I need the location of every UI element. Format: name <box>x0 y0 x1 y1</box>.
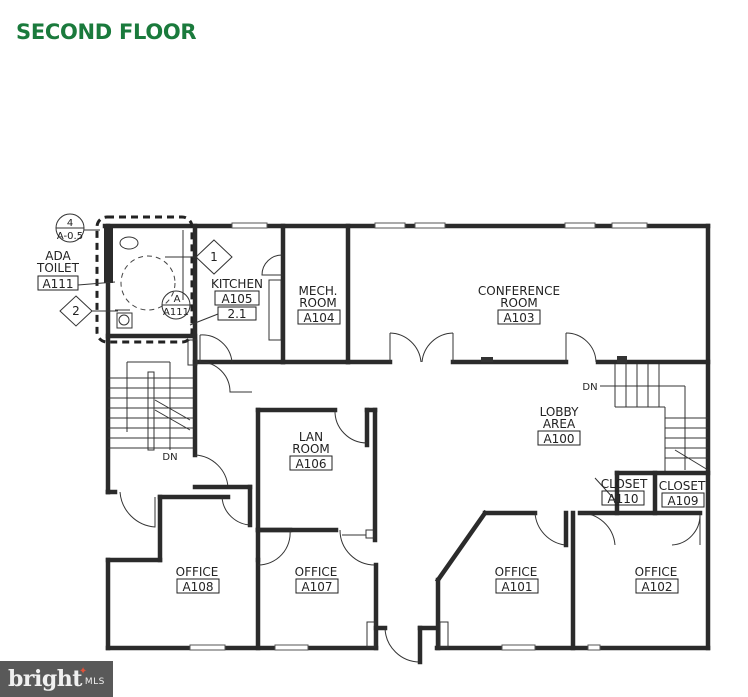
svg-text:ADA: ADA <box>45 249 71 263</box>
svg-text:A110: A110 <box>607 492 638 506</box>
diamond-marker-2: 2 <box>59 295 118 327</box>
svg-text:A102: A102 <box>641 580 672 594</box>
room-label-kitchen: KITCHEN A105 2.1 <box>189 277 263 326</box>
svg-text:A108: A108 <box>182 580 213 594</box>
room-label-lan: LAN ROOM A106 <box>289 430 333 471</box>
office-a102-room <box>577 510 703 546</box>
room-label-office-a102: OFFICE A102 <box>635 565 679 594</box>
main-corridor-door <box>373 625 440 665</box>
svg-text:DN: DN <box>582 382 597 393</box>
svg-text:A100: A100 <box>543 432 574 446</box>
offices-left <box>221 484 379 651</box>
svg-text:A109: A109 <box>667 494 698 508</box>
svg-text:1: 1 <box>210 250 218 264</box>
room-label-office-a108: OFFICE A108 <box>176 565 220 594</box>
room-label-office-a101: OFFICE A101 <box>495 565 539 594</box>
brand-name: bright <box>8 666 82 692</box>
page-title: SECOND FLOOR <box>16 20 197 44</box>
room-label-lobby: LOBBY AREA A100 <box>537 405 581 446</box>
svg-text:DN: DN <box>162 452 177 463</box>
windows <box>189 222 648 651</box>
svg-text:A111: A111 <box>42 277 73 291</box>
diamond-marker-1: 1 <box>165 239 233 275</box>
svg-text:OFFICE: OFFICE <box>635 565 678 579</box>
room-label-conference: CONFERENCE ROOM A103 <box>478 284 560 325</box>
ada-toilet-room <box>95 215 198 344</box>
svg-text:A-0.5: A-0.5 <box>57 231 83 242</box>
svg-text:CLOSET: CLOSET <box>659 479 706 493</box>
svg-text:MECH.: MECH. <box>299 284 338 298</box>
office-a101-room <box>434 509 576 651</box>
svg-text:ROOM: ROOM <box>299 296 337 310</box>
svg-text:ROOM: ROOM <box>500 296 538 310</box>
svg-text:4: 4 <box>67 218 73 229</box>
svg-text:A101: A101 <box>501 580 532 594</box>
svg-text:A103: A103 <box>503 311 534 325</box>
svg-text:A107: A107 <box>301 580 332 594</box>
room-label-mech: MECH. ROOM A104 <box>297 284 341 325</box>
brand-suffix: MLS <box>84 677 105 687</box>
svg-text:KITCHEN: KITCHEN <box>211 277 263 291</box>
room-label-closet-a109: CLOSET A109 <box>659 479 706 508</box>
bright-mls-watermark: bright ✦ MLS <box>0 661 113 697</box>
stair-direction-right: DN <box>582 382 610 393</box>
room-label-office-a107: OFFICE A107 <box>295 565 339 594</box>
svg-text:2: 2 <box>72 304 80 318</box>
section-marker: 4 A-0.5 <box>55 213 100 243</box>
svg-text:OFFICE: OFFICE <box>176 565 219 579</box>
svg-text:A: A <box>174 294 181 305</box>
svg-text:A105: A105 <box>221 292 252 306</box>
svg-text:A111: A111 <box>163 307 189 318</box>
right-stairwell <box>594 364 711 516</box>
svg-text:CONFERENCE: CONFERENCE <box>478 284 560 298</box>
left-stairwell <box>105 337 253 528</box>
svg-text:ROOM: ROOM <box>292 442 330 456</box>
svg-text:LOBBY: LOBBY <box>540 405 580 419</box>
svg-text:TOILET: TOILET <box>36 261 80 275</box>
svg-text:A106: A106 <box>295 457 326 471</box>
svg-text:OFFICE: OFFICE <box>295 565 338 579</box>
kitchen-room <box>192 223 286 365</box>
svg-text:A104: A104 <box>303 311 334 325</box>
svg-text:CLOSET: CLOSET <box>601 477 648 491</box>
room-label-ada-toilet: ADA TOILET A111 <box>36 249 116 291</box>
mech-room <box>280 223 351 365</box>
conference-room <box>345 332 711 365</box>
svg-text:AREA: AREA <box>543 417 576 431</box>
svg-text:LAN: LAN <box>299 430 323 444</box>
svg-text:OFFICE: OFFICE <box>495 565 538 579</box>
stair-direction-left: DN <box>162 452 177 463</box>
room-label-closet-a110: CLOSET A110 <box>601 477 648 506</box>
detail-marker: A A111 <box>161 290 191 320</box>
svg-text:2.1: 2.1 <box>227 307 246 321</box>
